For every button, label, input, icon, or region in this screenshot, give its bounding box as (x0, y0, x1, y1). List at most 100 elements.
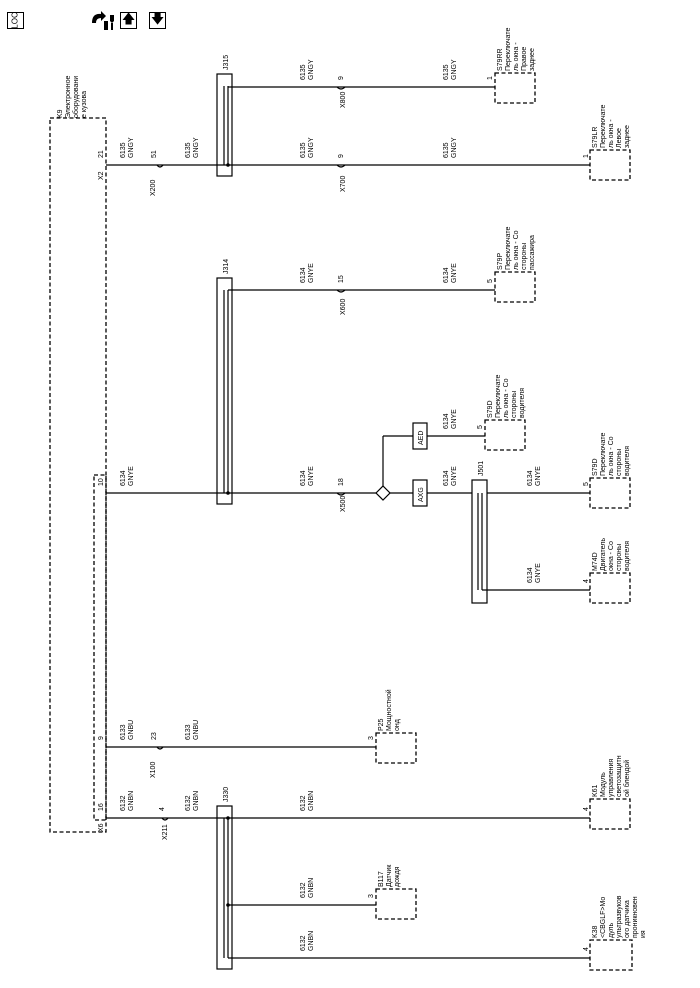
splice-j330: J330 (223, 787, 230, 802)
svg-text:ого датчика: ого датчика (624, 900, 631, 938)
color-gnbn-d: GNBN (308, 878, 315, 898)
svg-text:Левое: Левое (616, 128, 623, 148)
s79d-aed-name: Переключате ль окна - Со стороны водител… (495, 374, 526, 418)
wiring-tool-icon[interactable] (90, 11, 116, 31)
p25-name: Мощностной онд (385, 689, 401, 731)
connector-x200: X200 (150, 180, 157, 196)
circuit-6132-a: 6132 (120, 795, 127, 811)
k61-name: Модуль управления светозащитн ой блендой (600, 755, 631, 797)
svg-text:окна - Со: окна - Со (608, 541, 615, 571)
color-gnbn-a: GNBN (128, 791, 135, 811)
svg-text:стороны: стороны (616, 544, 623, 571)
svg-text:Переключате: Переключате (505, 27, 512, 71)
color-gnye-axg: GNYE (451, 466, 458, 486)
svg-text:ль окна -: ль окна - (513, 42, 520, 71)
k9-module-box[interactable] (49, 117, 107, 833)
color-gnbn-e: GNBN (308, 931, 315, 951)
svg-text:стороны: стороны (511, 391, 518, 418)
arrow-down-button[interactable]: 🡇 (149, 12, 166, 29)
pin-9-x800: 9 (338, 76, 345, 80)
p25-module-box[interactable] (375, 732, 417, 764)
circuit-6135-r2d: 6135 (443, 142, 450, 158)
color-gnbu-b: GNBU (193, 720, 200, 740)
s79rr-name: Переключате ль окна - Правое заднее (505, 27, 536, 71)
color-gngy-r2b: GNGY (193, 137, 200, 158)
m74d-module-box[interactable] (589, 572, 631, 604)
circuit-6134-r4b: 6134 (300, 470, 307, 486)
color-gnye-r4b: GNYE (308, 466, 315, 486)
s79rr-ref: S79RR (497, 48, 504, 71)
circuit-6135-r2b: 6135 (185, 142, 192, 158)
option-aed: AED (418, 431, 425, 445)
svg-text:светозащитн: светозащитн (616, 755, 623, 797)
svg-text:ультразвуков: ультразвуков (616, 895, 623, 938)
circuit-6135-r2a: 6135 (120, 142, 127, 158)
connector-x800: X800 (340, 92, 347, 108)
k38-ref: K38 (592, 925, 599, 938)
location-button[interactable]: LOC (7, 12, 24, 29)
svg-text:ль окна - Со: ль окна - Со (503, 378, 510, 418)
pin-3-b117: 3 (368, 894, 375, 898)
svg-text:ой блендой: ой блендой (623, 760, 631, 797)
pin-9-x6: 9 (98, 736, 105, 740)
k61-ref: K61 (592, 784, 599, 797)
pin-10-x6: 10 (98, 478, 105, 486)
arrow-up-button[interactable]: 🡅 (120, 12, 137, 29)
s79lr-module-box[interactable] (589, 149, 631, 181)
color-gnbn-c: GNBN (308, 791, 315, 811)
connector-x2: X2 (98, 171, 105, 180)
svg-text:Двигатель: Двигатель (600, 538, 607, 571)
circuit-6133-b: 6133 (185, 724, 192, 740)
pin-23-x100: 23 (151, 732, 158, 740)
svg-text:управления: управления (608, 759, 615, 797)
connector-x700: X700 (340, 176, 347, 192)
svg-text:е кузова: е кузова (81, 91, 88, 118)
pin-1-s79rr: 1 (487, 76, 494, 80)
b117-module-box[interactable] (375, 888, 417, 920)
color-gnye-r4a: GNYE (128, 466, 135, 486)
pin-51-x200: 51 (151, 150, 158, 158)
color-gnye-r3b: GNYE (451, 263, 458, 283)
circuit-6134-r3a: 6134 (300, 267, 307, 283)
pin-4-m74d: 4 (583, 579, 590, 583)
color-gnye-r3a: GNYE (308, 263, 315, 283)
pin-21-x2: 21 (98, 150, 105, 158)
b117-ref: B117 (378, 871, 385, 887)
color-gngy-r1b: GNGY (451, 59, 458, 80)
svg-text:пассажира: пассажира (529, 235, 536, 270)
svg-text:Модуль: Модуль (600, 772, 607, 797)
s79rr-module-box[interactable] (494, 72, 536, 104)
splice-j501: J501 (478, 461, 485, 476)
circuit-6132-e: 6132 (300, 935, 307, 951)
color-gnye-aed: GNYE (451, 409, 458, 429)
svg-text:Переключате: Переключате (505, 226, 512, 270)
pin-5-s79d-axg: 5 (583, 482, 590, 486)
k38-module-box[interactable] (589, 939, 633, 971)
connector-x500: X500 (340, 496, 347, 512)
color-gngy-r1a: GNGY (308, 59, 315, 80)
svg-text:заднее: заднее (624, 125, 631, 148)
s79d-axg-module-box[interactable] (589, 477, 631, 509)
arrow-up-icon: 🡅 (121, 11, 136, 27)
connector-x6: X6 (98, 823, 105, 832)
s79d-aed-module-box[interactable] (484, 419, 526, 451)
color-gnye-r4c: GNYE (535, 466, 542, 486)
svg-text:Электронное: Электронное (65, 75, 72, 118)
pin-1-s79lr: 1 (583, 154, 590, 158)
pin-15-x600: 15 (338, 275, 345, 283)
s79p-module-box[interactable] (494, 271, 536, 303)
s79lr-ref: S79LR (592, 127, 599, 148)
splice-j315: J315 (223, 55, 230, 70)
k9-connector-x6 (93, 474, 107, 821)
circuit-6133-a: 6133 (120, 724, 127, 740)
connector-x100: X100 (150, 762, 157, 778)
k61-module-box[interactable] (589, 798, 631, 830)
color-gngy-r2d: GNGY (451, 137, 458, 158)
svg-text:ль окна -: ль окна - (608, 119, 615, 148)
s79p-ref: S79P (497, 253, 504, 270)
svg-text:стороны: стороны (521, 243, 528, 270)
circuit-6134-r4c: 6134 (527, 470, 534, 486)
svg-text:водителя: водителя (624, 541, 631, 571)
splice-j501-box[interactable] (471, 479, 488, 604)
k9-ref: K9 (57, 109, 64, 118)
